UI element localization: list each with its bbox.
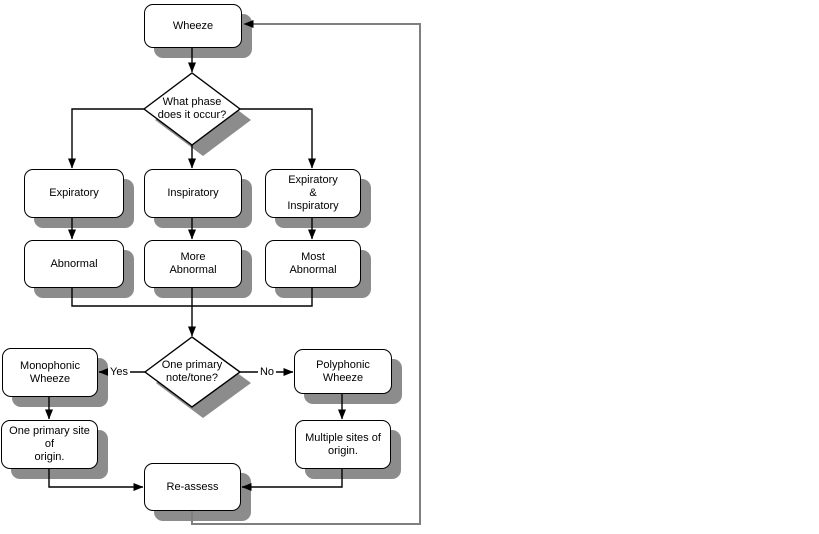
edge-phase-to-expiratory bbox=[68, 108, 144, 169]
node-expiratory-inspiratory: Expiratory & Inspiratory bbox=[265, 169, 361, 218]
node-one-primary-site: One primary site of origin. bbox=[1, 420, 98, 469]
edge-phase-to-expiratory-inspiratory bbox=[240, 108, 316, 169]
node-expiratory: Expiratory bbox=[24, 169, 124, 218]
label-note-question: One primary note/tone? bbox=[161, 359, 223, 384]
node-multiple-sites: Multiple sites of origin. bbox=[295, 420, 391, 469]
node-more-abnormal: More Abnormal bbox=[144, 240, 242, 288]
node-reassess: Re-assess bbox=[144, 463, 241, 511]
edge-label-no: No bbox=[257, 366, 277, 378]
node-polyphonic-wheeze: Polyphonic Wheeze bbox=[294, 349, 392, 394]
edge-label-yes: Yes bbox=[108, 366, 130, 378]
edge-multiple-sites-to-reassess bbox=[241, 469, 343, 491]
label-phase-question: What phase does it occur? bbox=[157, 96, 227, 121]
node-most-abnormal: Most Abnormal bbox=[265, 240, 361, 288]
node-wheeze: Wheeze bbox=[144, 4, 242, 48]
edge-one-site-to-reassess bbox=[48, 469, 144, 491]
node-monophonic-wheeze: Monophonic Wheeze bbox=[2, 348, 98, 397]
node-abnormal: Abnormal bbox=[24, 240, 124, 288]
edge-abnormal-join bbox=[71, 288, 313, 307]
node-inspiratory: Inspiratory bbox=[144, 169, 242, 218]
